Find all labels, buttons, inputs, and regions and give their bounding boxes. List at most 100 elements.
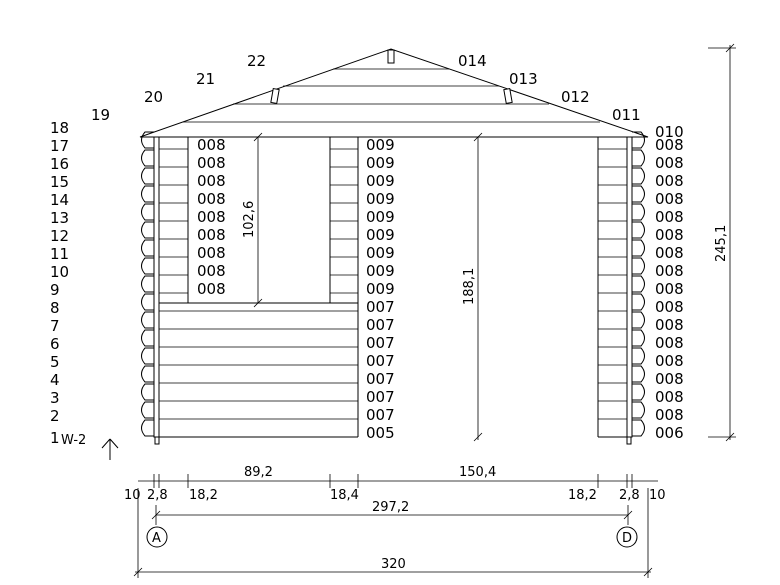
log-end-left <box>141 311 154 329</box>
wall-label: W-2 <box>61 433 86 448</box>
log-end-right <box>632 149 645 167</box>
row-number: 12 <box>50 227 69 245</box>
dim-window-height: 102,6 <box>242 201 257 238</box>
row-number: 14 <box>50 191 69 209</box>
axis-marker-a <box>146 526 168 548</box>
front-low-code: 007 <box>366 352 395 370</box>
dimension-total-height: 245,1 <box>708 43 736 442</box>
front-low-code: 007 <box>366 334 395 352</box>
front-low-code: 007 <box>366 370 395 388</box>
gable-codes-right: 011 012 013 014 <box>458 52 641 124</box>
wall-log-lines <box>158 148 630 420</box>
dim-axis-span: 297,2 <box>372 500 409 515</box>
dim-post-right: 2,8 <box>619 488 640 503</box>
dim-door-width: 150,4 <box>459 465 496 480</box>
right-row-code: 008 <box>655 154 684 172</box>
log-end-left <box>141 185 154 203</box>
front-low-code: 007 <box>366 406 395 424</box>
log-end-left <box>141 383 154 401</box>
door-log-code: 009 <box>366 190 395 208</box>
window-log-code: 008 <box>197 280 226 298</box>
log-end-left <box>141 203 154 221</box>
log-end-right <box>632 311 645 329</box>
front-low-code: 007 <box>366 316 395 334</box>
log-end-left <box>141 167 154 185</box>
log-end-right <box>632 131 645 149</box>
log-end-left <box>141 365 154 383</box>
log-end-right <box>632 167 645 185</box>
log-end-right <box>632 365 645 383</box>
gable-number: 19 <box>91 106 110 124</box>
right-row-code: 008 <box>655 298 684 316</box>
right-top-code: 010 <box>655 123 684 141</box>
gable-code: 014 <box>458 52 487 70</box>
corner-post-left <box>153 136 160 438</box>
dim-segment-mid: 18,4 <box>330 488 359 503</box>
window-log-code: 008 <box>197 226 226 244</box>
dimension-axis-span: 297,2 A D <box>146 500 638 548</box>
row-number: 2 <box>50 407 60 425</box>
log-end-left <box>141 419 154 437</box>
gable-code: 011 <box>612 106 641 124</box>
right-row-code: 008 <box>655 352 684 370</box>
door-log-code: 009 <box>366 244 395 262</box>
window-log-code: 008 <box>197 190 226 208</box>
log-end-left <box>141 275 154 293</box>
right-row-code: 008 <box>655 172 684 190</box>
log-end-right <box>632 275 645 293</box>
right-wall-codes: 010 006008008008008008008008008008008008… <box>655 123 684 442</box>
log-end-right <box>632 419 645 437</box>
log-end-left <box>141 239 154 257</box>
dim-edge-left: 10 <box>124 488 141 503</box>
dim-total-height: 245,1 <box>714 225 729 262</box>
corner-post-right <box>626 136 633 438</box>
dim-edge-right: 10 <box>649 488 666 503</box>
row-number: 7 <box>50 317 60 335</box>
right-row-code: 008 <box>655 136 684 154</box>
window-log-code: 008 <box>197 136 226 154</box>
log-end-right <box>632 239 645 257</box>
door-log-code: 009 <box>366 172 395 190</box>
row-number: 5 <box>50 353 60 371</box>
right-row-code: 008 <box>655 370 684 388</box>
row-number: 13 <box>50 209 69 227</box>
log-end-right <box>632 401 645 419</box>
gable-number: 20 <box>144 88 163 106</box>
axis-marker-d <box>616 526 638 548</box>
front-low-code: 007 <box>366 298 395 316</box>
row-number: 10 <box>50 263 69 281</box>
row-number: 18 <box>50 119 69 137</box>
axis-label-a: A <box>152 531 161 546</box>
dim-overall: 320 <box>381 557 406 572</box>
log-end-right <box>632 185 645 203</box>
log-end-right <box>632 383 645 401</box>
door-log-code: 009 <box>366 208 395 226</box>
log-end-right <box>632 257 645 275</box>
ridge-purlin <box>387 49 395 64</box>
right-row-code: 008 <box>655 388 684 406</box>
right-row-code: 008 <box>655 190 684 208</box>
gable-number: 21 <box>196 70 215 88</box>
door-log-code: 009 <box>366 280 395 298</box>
wall-label-group: W-2 <box>61 433 119 460</box>
right-row-code: 008 <box>655 334 684 352</box>
dimension-overall: 320 <box>133 488 653 578</box>
gable-code: 013 <box>509 70 538 88</box>
door-log-code: 009 <box>366 136 395 154</box>
row-number: 6 <box>50 335 60 353</box>
dim-segment-right: 18,2 <box>568 488 597 503</box>
right-bottom-code: 006 <box>655 424 684 442</box>
right-row-code: 008 <box>655 244 684 262</box>
right-row-code: 008 <box>655 262 684 280</box>
corner-posts <box>153 136 633 445</box>
window-log-code: 008 <box>197 172 226 190</box>
log-end-left <box>141 401 154 419</box>
dim-post-left: 2,8 <box>147 488 168 503</box>
row-number: 16 <box>50 155 69 173</box>
log-end-left <box>141 131 154 149</box>
row-number: 1 <box>50 429 60 447</box>
gable-code: 012 <box>561 88 590 106</box>
log-end-left <box>141 293 154 311</box>
window-log-code: 008 <box>197 262 226 280</box>
